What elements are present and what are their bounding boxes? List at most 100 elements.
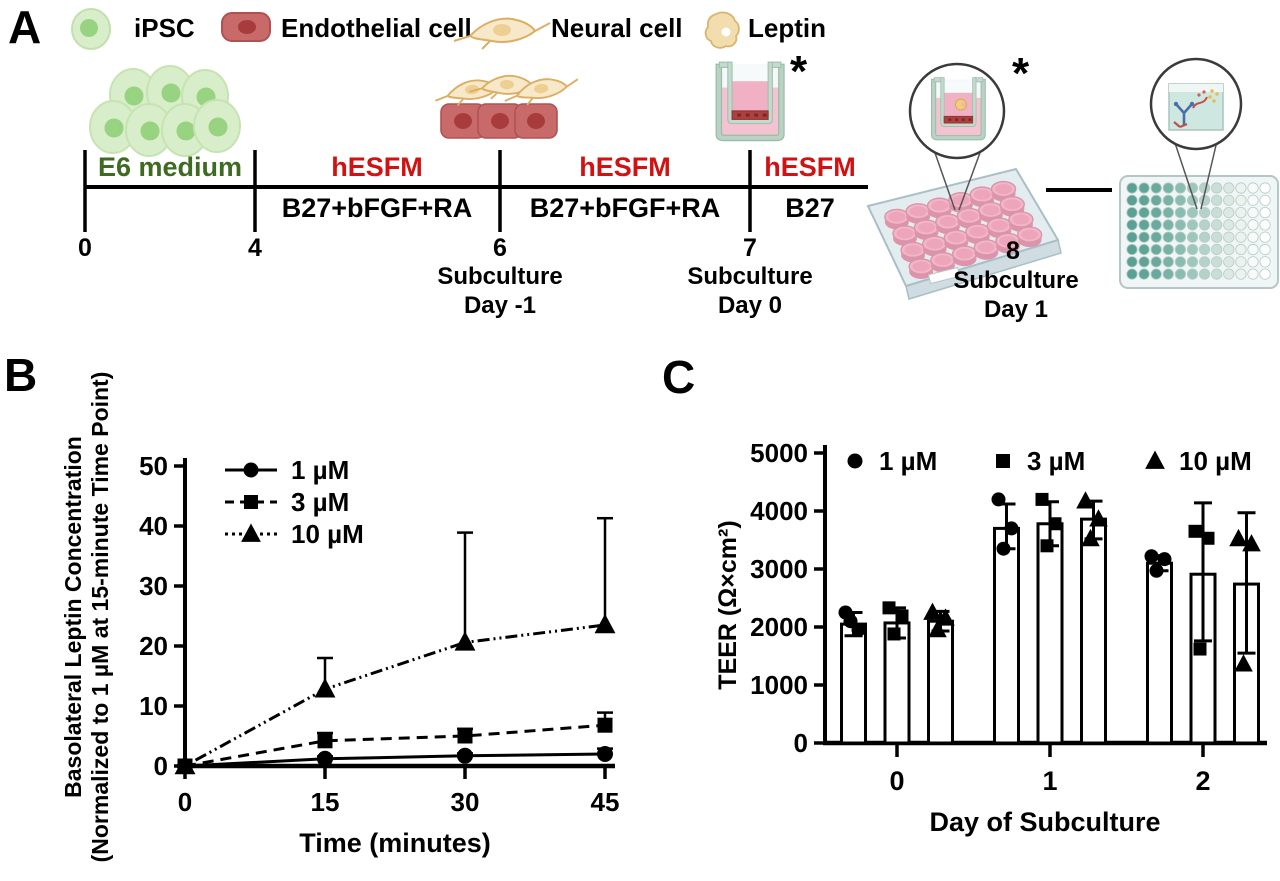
endothelial-cell-nucleus — [238, 20, 256, 34]
assay-well — [1126, 231, 1138, 243]
data-point — [1040, 539, 1054, 553]
panel-b-y-axis-label-line1: Basolateral Leptin Concentration — [60, 436, 86, 798]
monolayer-cell-dot — [754, 113, 759, 117]
well-medium — [934, 255, 952, 266]
assay-well — [1247, 207, 1259, 219]
assay-well — [1126, 182, 1138, 194]
assay-well — [1162, 256, 1174, 268]
assay-well — [1138, 219, 1150, 231]
assay-well — [1162, 207, 1174, 219]
assay-well — [1223, 268, 1235, 280]
assay-well — [1150, 182, 1162, 194]
timeline-day-4: 4 — [248, 234, 262, 262]
assay-well — [1150, 231, 1162, 243]
monolayer-cell-dot — [961, 118, 965, 121]
yellow-dot — [1208, 95, 1212, 99]
assay-well — [1126, 256, 1138, 268]
ipsc-cell-nucleus — [140, 121, 160, 141]
panel-a-artwork — [83, 57, 1279, 300]
bar — [1146, 561, 1173, 745]
data-point — [1149, 563, 1164, 578]
neural-cell-icon — [453, 17, 551, 50]
assay-well — [1126, 243, 1138, 256]
ipsc-cell-nucleus — [104, 118, 124, 138]
red-analyte-squiggle — [1192, 96, 1208, 109]
x-tick-label: 45 — [591, 787, 620, 817]
assay-well — [1259, 256, 1271, 268]
transwell-insert-air — [732, 66, 769, 82]
antibody-tip — [1173, 101, 1179, 107]
legend-marker — [847, 453, 863, 469]
timeline-day-7: 7 — [743, 234, 757, 262]
well-medium — [973, 189, 991, 200]
transwell-insert-air — [944, 81, 973, 93]
well-medium — [909, 206, 927, 217]
assay-well — [1126, 207, 1138, 219]
endothelial-cell-icon — [221, 12, 271, 42]
timeline-supplement-3: B27 — [785, 193, 835, 223]
legend-label-ipsc: iPSC — [134, 13, 195, 43]
assay-well — [1126, 219, 1138, 231]
legend-marker — [241, 523, 261, 542]
data-point — [457, 747, 473, 764]
panel-a-label: A — [8, 1, 42, 53]
timeline-media-e6: E6 medium — [97, 152, 243, 182]
data-point — [1144, 549, 1159, 564]
assay-well — [1174, 182, 1187, 194]
assay-well — [1162, 182, 1174, 194]
data-point — [887, 627, 901, 641]
data-point — [1234, 654, 1253, 672]
data-point — [454, 631, 476, 651]
data-point — [1188, 524, 1202, 538]
timeline-day-6: 6 — [493, 234, 507, 262]
data-point — [457, 728, 473, 744]
leptin-blob — [954, 98, 967, 111]
x-axis-title: Time (minutes) — [299, 828, 491, 858]
assay-well — [1186, 207, 1199, 219]
subculture-label-day-minus1: Subculture Day -1 — [437, 262, 562, 321]
subculture-label-day-0: Subculture Day 0 — [687, 262, 812, 321]
assay-well — [1259, 219, 1271, 231]
y-tick-label: 0 — [794, 728, 808, 758]
ipsc-cell-nucleus — [161, 83, 181, 103]
points-10µM — [923, 491, 1261, 672]
endothelial-nucleus — [527, 113, 545, 129]
y-tick-label: 20 — [139, 631, 168, 661]
assay-well — [1138, 194, 1150, 206]
data-point — [1089, 509, 1108, 527]
data-point — [597, 746, 613, 762]
monolayer-cell-dot — [745, 113, 750, 117]
timeline-day-8: 8 — [1006, 237, 1020, 265]
assay-well — [1150, 194, 1162, 206]
data-point — [1004, 521, 1019, 536]
x-tick-label: 15 — [311, 787, 340, 817]
assay-well — [1162, 268, 1174, 280]
assay-well — [1211, 182, 1223, 194]
assay-well — [1150, 207, 1162, 219]
assay-well — [1150, 243, 1162, 256]
ipsc-colony-illustration — [89, 65, 241, 157]
well-medium — [977, 242, 995, 253]
legend-label-endothelial: Endothelial cell — [281, 13, 472, 43]
neural-cell-nucleus — [534, 83, 549, 94]
ipsc-cell-nucleus — [208, 117, 228, 137]
red-dot — [1197, 93, 1201, 97]
assay-well — [1223, 207, 1235, 219]
x-tick-label: 1 — [1042, 766, 1057, 796]
assay-well — [1211, 268, 1223, 280]
neural-cell-processes — [453, 22, 551, 50]
data-point — [895, 609, 909, 623]
assay-well — [1259, 207, 1271, 219]
assay-well — [1174, 243, 1187, 256]
subculture-line2: Day 0 — [717, 292, 783, 320]
well-medium — [952, 195, 970, 206]
legend-marker — [1145, 450, 1165, 469]
assay-well — [1235, 231, 1247, 243]
asterisk-leptin-transwell: * — [1012, 49, 1030, 98]
ipsc-cell-nucleus — [80, 19, 98, 37]
legend-label-leptin: Leptin — [748, 13, 826, 43]
callout-line — [1200, 140, 1218, 210]
well-medium — [1012, 214, 1030, 225]
